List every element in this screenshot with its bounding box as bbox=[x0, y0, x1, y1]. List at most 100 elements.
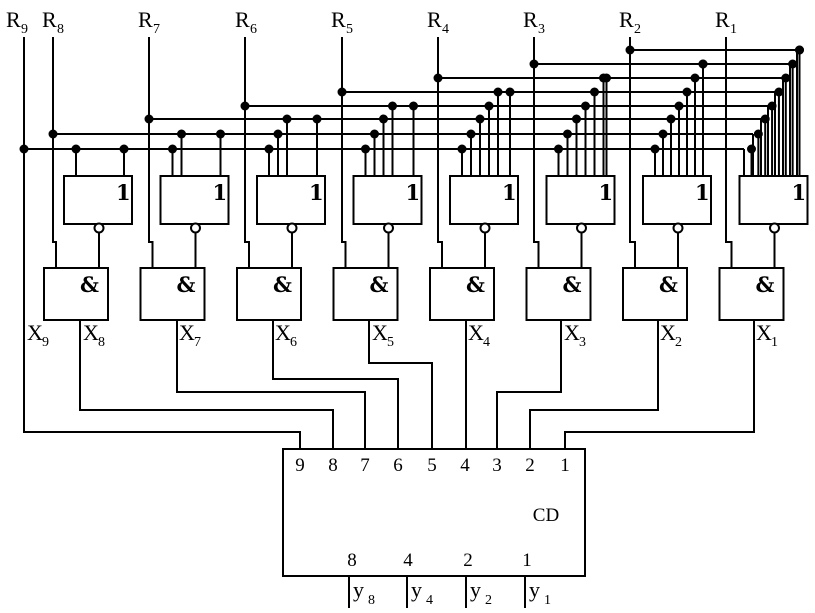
x8-to-cd-wire bbox=[79, 320, 334, 449]
junction-dot bbox=[264, 144, 274, 154]
x7-label-letter: X bbox=[179, 320, 195, 345]
x6-label-subscript: 6 bbox=[290, 335, 297, 350]
junction-dot bbox=[484, 101, 494, 111]
or-gate-symbol: 1 bbox=[309, 180, 324, 205]
and-gate-8 bbox=[43, 267, 109, 321]
x3-label-subscript: 3 bbox=[579, 335, 586, 350]
inverter-bubble bbox=[93, 222, 105, 234]
junction-dot bbox=[554, 144, 563, 154]
junction-dot bbox=[177, 129, 186, 139]
encoder-weight-4: 4 bbox=[403, 550, 413, 571]
inverter-bubble bbox=[769, 222, 780, 234]
junction-dot bbox=[563, 129, 572, 139]
encoder-input-pin-5: 5 bbox=[427, 455, 437, 476]
junction-dot bbox=[388, 101, 397, 111]
junction-dot bbox=[698, 59, 708, 69]
r9-label-letter: R bbox=[6, 7, 21, 32]
encoder-name: CD bbox=[533, 505, 559, 526]
r2-line bbox=[629, 37, 636, 268]
junction-dot bbox=[168, 144, 177, 154]
output-y2-label-letter: y bbox=[470, 577, 481, 602]
junction-dot bbox=[361, 144, 370, 154]
x6-label-letter: X bbox=[275, 320, 291, 345]
r2-label-letter: R bbox=[619, 7, 634, 32]
junction-dot bbox=[774, 87, 784, 97]
r1-label-letter: R bbox=[715, 7, 730, 32]
encoder-input-pin-4: 4 bbox=[460, 455, 470, 476]
x8-label-letter: X bbox=[83, 320, 99, 345]
encoder-weight-2: 2 bbox=[463, 550, 473, 571]
and-gate-3 bbox=[525, 267, 592, 321]
and-gate-symbol: & bbox=[80, 272, 99, 297]
r8-line bbox=[52, 37, 57, 268]
junction-dot bbox=[119, 144, 129, 154]
and-gate-symbol: & bbox=[273, 272, 292, 297]
r5-label-letter: R bbox=[331, 7, 346, 32]
r7-label-subscript: 7 bbox=[153, 22, 160, 37]
encoder-input-pin-2: 2 bbox=[525, 455, 535, 476]
r7-line bbox=[148, 37, 154, 268]
or-gate-symbol: 1 bbox=[792, 180, 807, 205]
and-gate-symbol: & bbox=[466, 272, 485, 297]
inverter-bubble bbox=[479, 222, 491, 234]
and-gate-1 bbox=[718, 267, 785, 321]
r4-label-subscript: 4 bbox=[442, 22, 449, 37]
x4-label-letter: X bbox=[468, 320, 484, 345]
encoder-input-pin-1: 1 bbox=[560, 455, 570, 476]
or-gate-symbol: 1 bbox=[502, 180, 517, 205]
junction-dot bbox=[433, 73, 443, 83]
r4-line bbox=[437, 37, 443, 268]
x2-label-subscript: 2 bbox=[675, 335, 682, 350]
r3-label-letter: R bbox=[523, 7, 538, 32]
encoder-input-pin-7: 7 bbox=[360, 455, 370, 476]
junction-dot bbox=[581, 101, 590, 111]
r5-label-subscript: 5 bbox=[346, 22, 353, 37]
junction-dot bbox=[337, 87, 347, 97]
r4-label-letter: R bbox=[427, 7, 442, 32]
junction-dot bbox=[590, 87, 599, 97]
junction-dot bbox=[409, 101, 418, 111]
x2-to-cd-wire bbox=[529, 320, 659, 449]
junction-dot bbox=[602, 73, 611, 83]
r6-label-subscript: 6 bbox=[250, 22, 257, 37]
r7-label-letter: R bbox=[138, 7, 153, 32]
x4-label-subscript: 4 bbox=[483, 335, 490, 350]
or-gate-4 bbox=[449, 175, 519, 225]
r9-label-subscript: 9 bbox=[21, 22, 28, 37]
and-gate-symbol: & bbox=[563, 272, 582, 297]
junction-dot bbox=[674, 101, 684, 111]
junction-dot bbox=[572, 114, 581, 124]
and-gate-5 bbox=[332, 267, 399, 321]
output-y8-label-letter: y bbox=[353, 577, 364, 602]
or-gate-symbol: 1 bbox=[116, 180, 131, 205]
junction-dot bbox=[760, 114, 770, 124]
junction-dot bbox=[795, 45, 804, 55]
output-y4-label-letter: y bbox=[411, 577, 422, 602]
junction-dot bbox=[625, 45, 635, 55]
or-gate-6 bbox=[256, 175, 326, 225]
junction-dot bbox=[493, 87, 503, 97]
r8-label-letter: R bbox=[42, 7, 57, 32]
encoder-weight-1: 1 bbox=[522, 550, 532, 571]
inverter-bubble bbox=[190, 222, 201, 234]
junction-dot bbox=[282, 114, 292, 124]
junction-dot bbox=[273, 129, 283, 139]
junction-dot bbox=[666, 114, 676, 124]
junction-dot bbox=[457, 144, 467, 154]
or-gate-symbol: 1 bbox=[599, 180, 614, 205]
output-y1-label-letter: y bbox=[529, 577, 540, 602]
r6-line bbox=[244, 37, 250, 268]
junction-dot bbox=[71, 144, 81, 154]
x9-label-letter: X bbox=[27, 320, 43, 345]
and-gate-symbol: & bbox=[659, 272, 678, 297]
junction-dot bbox=[48, 129, 58, 139]
output-y4-label-subscript: 4 bbox=[426, 593, 433, 608]
junction-dot bbox=[747, 144, 756, 154]
x3-to-cd-wire bbox=[496, 320, 562, 449]
encoder-input-pin-3: 3 bbox=[492, 455, 502, 476]
encoder-weight-8: 8 bbox=[347, 550, 357, 571]
x9-label-subscript: 9 bbox=[42, 335, 49, 350]
x5-label-letter: X bbox=[372, 320, 388, 345]
